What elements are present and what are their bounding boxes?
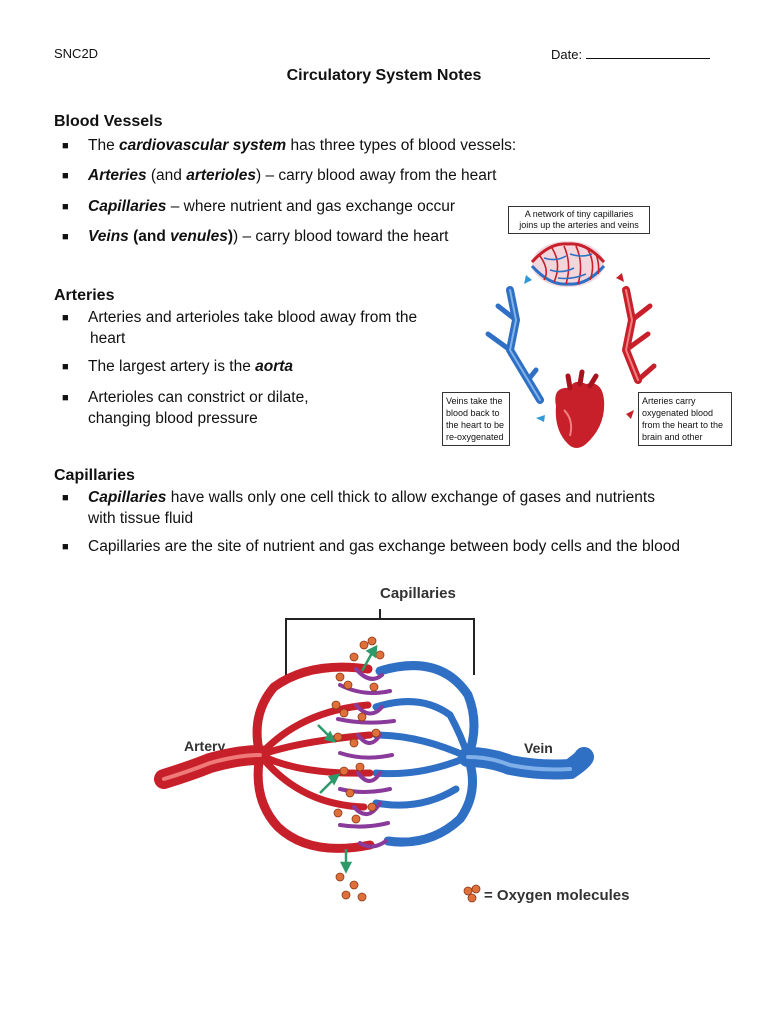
section-heading-capillaries: Capillaries (54, 467, 135, 484)
page-title: Circulatory System Notes (286, 67, 482, 84)
list-item: The largest artery is the aorta (88, 358, 294, 375)
flow-arrow-icon (536, 415, 545, 422)
figure-title: Capillaries (380, 585, 456, 602)
vein-label: Vein (524, 740, 553, 756)
date-label: Date: (551, 47, 583, 62)
bullet-icon: ■ (62, 392, 69, 404)
circulation-cycle-figure: A network of tiny capillaries joins up t… (442, 206, 732, 448)
capillary-bracket (285, 609, 475, 675)
list-item: Capillaries are the site of nutrient and… (88, 538, 680, 555)
bullet-icon: ■ (62, 170, 69, 182)
course-code: SNC2D (54, 46, 99, 61)
list-item: Arteries and arterioles take blood away … (88, 309, 418, 347)
bullet-icon: ■ (62, 361, 69, 373)
section-heading-arteries: Arteries (54, 287, 115, 304)
diffusion-arrows (317, 644, 378, 874)
artery-illustration (622, 286, 657, 384)
artery-illustration (154, 662, 375, 853)
flow-arrow-icon (524, 275, 532, 284)
legend: = Oxygen molecules (463, 884, 629, 904)
capillary-exchange-figure: Capillaries Artery Vein (154, 585, 629, 904)
flow-arrow-icon (616, 273, 624, 282)
list-item: Arterioles can constrict or dilate, chan… (88, 389, 309, 427)
bullet-icon: ■ (62, 140, 69, 152)
artery-label: Artery (184, 738, 225, 754)
callout-capillary-network: A network of tiny capillaries joins up t… (508, 206, 650, 234)
oxygen-molecules (331, 636, 385, 902)
legend-label: = Oxygen molecules (484, 887, 629, 904)
heart-illustration (555, 369, 605, 448)
list-item: Arteries (and arterioles) – carry blood … (88, 167, 497, 184)
bullet-icon: ■ (62, 541, 69, 553)
bullet-icon: ■ (62, 312, 69, 324)
section-heading-blood-vessels: Blood Vessels (54, 113, 163, 130)
list-item: Capillaries have walls only one cell thi… (88, 489, 655, 527)
bullet-icon: ■ (62, 201, 69, 213)
callout-arteries: Arteries carry oxygenated blood from the… (638, 392, 732, 446)
date-field[interactable]: Date: (551, 46, 711, 62)
date-blank-line[interactable] (586, 46, 711, 59)
capillary-network-illustration (530, 241, 606, 287)
capillary-bed-illustration (336, 667, 396, 849)
vein-illustration (485, 286, 544, 404)
bullet-icon: ■ (62, 492, 69, 504)
bullet-icon: ■ (62, 231, 69, 243)
list-item: Capillaries – where nutrient and gas exc… (88, 198, 456, 215)
oxygen-molecule-icon (463, 884, 481, 903)
flow-arrow-icon (626, 410, 634, 419)
list-item: The cardiovascular system has three type… (88, 137, 517, 154)
callout-veins: Veins take the blood back to the heart t… (442, 392, 510, 446)
list-item: Veins (and venules)) – carry blood towar… (88, 228, 449, 245)
vein-illustration (372, 661, 594, 847)
